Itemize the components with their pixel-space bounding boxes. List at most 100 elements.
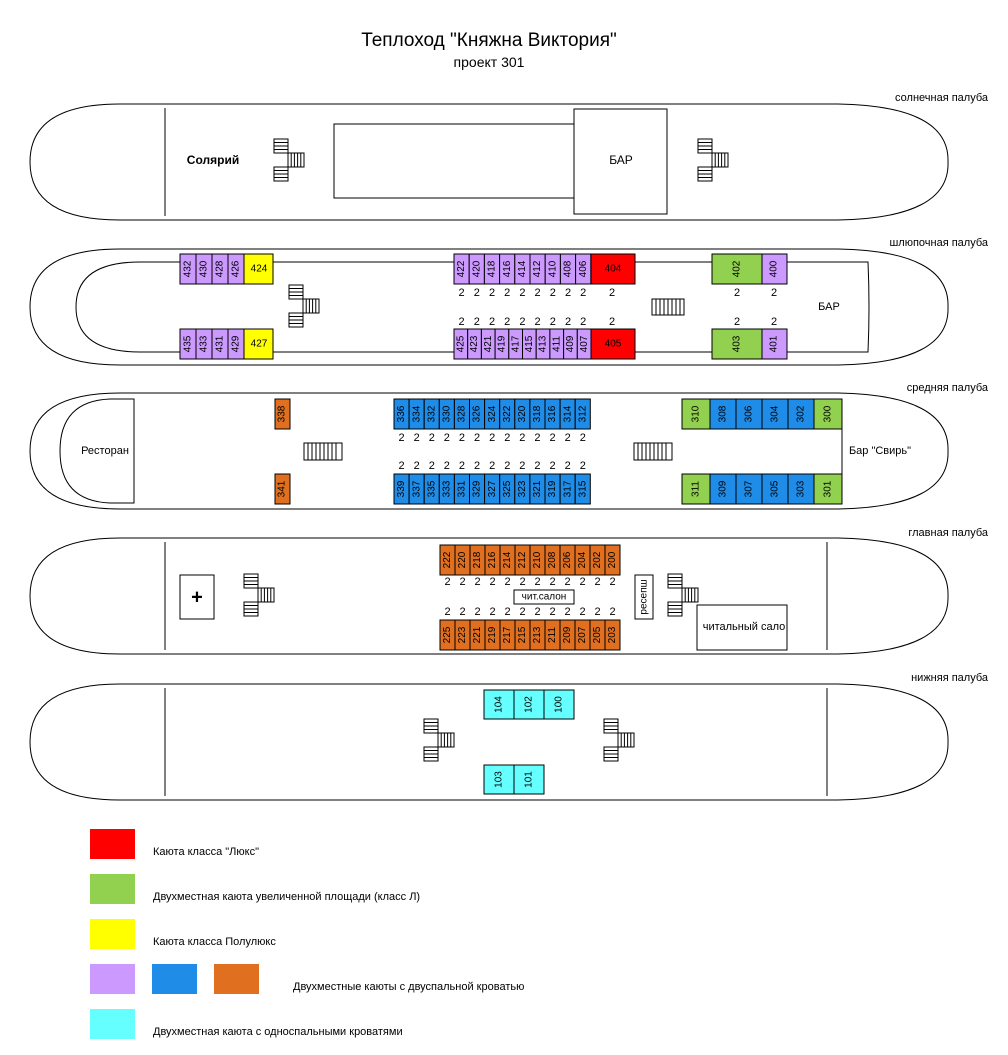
middle-berth-bot-0: 2 — [398, 460, 404, 472]
middle-berth-bot-1: 2 — [414, 460, 420, 472]
lower-bot-cabin-101 — [513, 764, 545, 795]
main-berth-top-4: 2 — [504, 576, 510, 588]
legend-text-double-bed: Двухместные каюты с двуспальной кроватью — [293, 981, 525, 993]
boat-deck-inner — [75, 261, 870, 353]
boat-mid-top-cabin-label-412: 412 — [532, 260, 543, 277]
main-top-cabin-label-222: 222 — [442, 551, 453, 568]
middle-mid-bot-cabin-label-315: 315 — [577, 480, 588, 497]
middle-fwd-top-cabin-label-304: 304 — [770, 405, 781, 422]
middle-berth-bot-5: 2 — [474, 460, 480, 472]
middle-berth-top-12: 2 — [580, 432, 586, 444]
main-bot-cabin-label-215: 215 — [517, 626, 528, 643]
lower-bot-cabin-label-101: 101 — [524, 771, 535, 788]
main-bot-cabin-label-219: 219 — [487, 626, 498, 643]
boat-deck-label: шлюпочная палуба — [889, 237, 988, 249]
boat-cabin-label-403: 403 — [732, 335, 743, 352]
boat-berth-top-4: 2 — [519, 287, 525, 299]
middle-mid-bot-cabin-label-317: 317 — [562, 480, 573, 497]
middle-cabin-label-338: 338 — [277, 405, 288, 422]
lower-deck-hull — [29, 683, 949, 801]
sun-deck-center-structure — [333, 123, 575, 199]
middle-berth-top-9: 2 — [534, 432, 540, 444]
main-bot-cabin-label-211: 211 — [547, 627, 558, 643]
legend-text-lux: Каюта класса "Люкс" — [153, 846, 259, 858]
middle-cabin-label-341: 341 — [277, 480, 288, 497]
main-berth-bot-7: 2 — [549, 606, 555, 618]
boat-berth-bot-4: 2 — [519, 316, 525, 328]
legend-swatch-cyan — [90, 1009, 135, 1039]
main-bot-cabin-label-205: 205 — [592, 626, 603, 643]
middle-bar-label: Бар "Свирь" — [849, 445, 911, 457]
boat-berth-top-1: 2 — [474, 287, 480, 299]
legend-text-l-class: Двухместная каюта увеличенной площади (к… — [153, 891, 421, 903]
legend-swatch-blue — [152, 964, 197, 994]
middle-restaurant-label: Ресторан — [81, 445, 129, 457]
boat-cabin-label-404: 404 — [605, 264, 622, 275]
middle-mid-bot-cabin-label-333: 333 — [441, 480, 452, 497]
boat-berth-top-2: 2 — [489, 287, 495, 299]
middle-mid-bot-cabin-label-329: 329 — [472, 480, 483, 497]
main-berth-bot-3: 2 — [489, 606, 495, 618]
project-subtitle: проект 301 — [453, 54, 525, 70]
boat-cabin-404 — [590, 253, 636, 285]
middle-mid-top-cabin-label-324: 324 — [487, 405, 498, 422]
boat-stairs-aft-box-side — [302, 298, 320, 314]
main-bot-cabin-label-225: 225 — [442, 626, 453, 643]
middle-mid-top-cabin-label-312: 312 — [577, 405, 588, 422]
boat-berth-bot-lux: 2 — [609, 316, 615, 328]
boat-bar-label: БАР — [818, 301, 840, 313]
middle-berth-top-3: 2 — [444, 432, 450, 444]
boat-berth-fwd-top-l: 2 — [734, 287, 740, 299]
middle-mid-bot-cabin-label-327: 327 — [487, 480, 498, 497]
sun-stairs-aft-box-side — [287, 152, 305, 168]
main-bot-cabin-label-203: 203 — [607, 626, 618, 643]
boat-cabin-405 — [590, 328, 636, 360]
main-top-cabin-label-202: 202 — [592, 551, 603, 568]
middle-deck-hull — [29, 392, 949, 510]
middle-fwd-bot-cabin-label-307: 307 — [744, 480, 755, 497]
middle-mid-top-cabin-312 — [574, 398, 591, 430]
main-berth-bot-8: 2 — [564, 606, 570, 618]
main-berth-top-7: 2 — [549, 576, 555, 588]
middle-mid-bot-cabin-label-335: 335 — [426, 480, 437, 497]
middle-fwd-top-cabin-304 — [761, 398, 789, 430]
middle-mid-top-cabin-label-332: 332 — [426, 405, 437, 422]
main-berth-top-0: 2 — [444, 576, 450, 588]
main-top-cabin-label-210: 210 — [532, 551, 543, 568]
sun-bar-label: БАР — [609, 153, 633, 167]
middle-fwd-top-cabin-306 — [735, 398, 763, 430]
main-bot-cabin-label-213: 213 — [532, 626, 543, 643]
boat-aft-top-cabin-label-426: 426 — [231, 260, 242, 277]
main-reading-small-box — [513, 589, 575, 605]
middle-mid-bot-cabin-label-321: 321 — [532, 480, 543, 497]
middle-berth-bot-8: 2 — [519, 460, 525, 472]
middle-mid-top-cabin-label-328: 328 — [457, 405, 468, 422]
lower-top-cabin-label-100: 100 — [554, 696, 565, 713]
main-stairs-aft-box-side — [257, 587, 275, 603]
middle-fwd-bot-cabin-label-305: 305 — [770, 480, 781, 497]
middle-berth-top-2: 2 — [429, 432, 435, 444]
middle-fwd-bot-cabin-309 — [709, 473, 737, 505]
main-bot-cabin-label-209: 209 — [562, 626, 573, 643]
legend-swatch-orange — [214, 964, 259, 994]
middle-cabin-311 — [681, 473, 711, 505]
boat-berth-top-7: 2 — [565, 287, 571, 299]
boat-berth-fwd-bot-l: 2 — [734, 316, 740, 328]
boat-mid-top-cabin-label-406: 406 — [578, 260, 589, 277]
boat-aft-bot-cabin-label-433: 433 — [199, 335, 210, 352]
boat-aft-bot-cabin-label-429: 429 — [231, 335, 242, 352]
middle-mid-bot-cabin-label-337: 337 — [411, 480, 422, 497]
legend-text-single-beds: Двухместная каюта с односпальными кроват… — [153, 1026, 403, 1038]
boat-berth-top-lux: 2 — [609, 287, 615, 299]
main-top-cabin-label-208: 208 — [547, 551, 558, 568]
boat-cabin-label-424: 424 — [251, 264, 268, 275]
middle-berth-top-6: 2 — [489, 432, 495, 444]
main-berth-top-1: 2 — [459, 576, 465, 588]
main-first-aid-cross: + — [191, 586, 203, 608]
middle-berth-bot-12: 2 — [580, 460, 586, 472]
middle-berth-bot-6: 2 — [489, 460, 495, 472]
middle-berth-bot-9: 2 — [534, 460, 540, 472]
main-top-cabin-200 — [604, 544, 621, 576]
middle-berth-bot-11: 2 — [565, 460, 571, 472]
